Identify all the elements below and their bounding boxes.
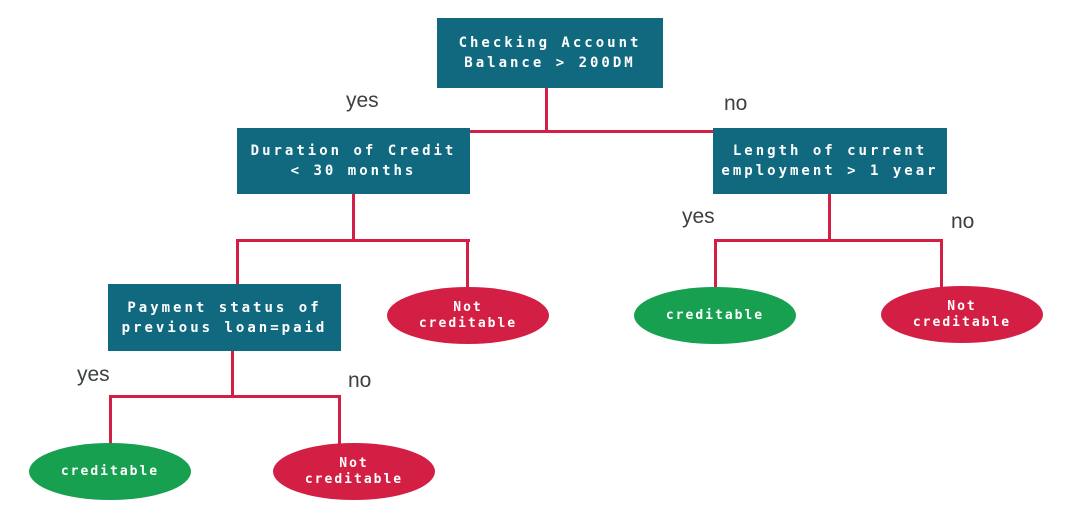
node-text-line: < 30 months	[290, 163, 417, 179]
leaf-payment-creditable: creditable	[29, 443, 191, 500]
branch-label-employment-yes: yes	[682, 205, 715, 228]
leaf-text-line: Not	[947, 298, 977, 314]
edge-duration-yes-drop	[236, 239, 239, 286]
leaf-employment-creditable: creditable	[634, 287, 796, 344]
node-text-line: employment > 1 year	[721, 163, 939, 179]
edge-payment-no-drop	[338, 395, 341, 445]
node-text-line: Length of current	[732, 143, 928, 159]
branch-label-root-yes: yes	[346, 89, 379, 112]
leaf-duration-not-creditable: Not creditable	[387, 287, 549, 344]
leaf-text-line: creditable	[60, 463, 160, 479]
node-text-line: Checking Account	[458, 35, 642, 51]
leaf-text-line: creditable	[912, 314, 1012, 330]
branch-label-root-no: no	[724, 92, 748, 115]
edge-employment-stem	[828, 194, 831, 242]
leaf-text-line: creditable	[304, 471, 404, 487]
node-text-line: Payment status of	[127, 299, 322, 316]
node-text-line: Balance > 200DM	[464, 55, 636, 71]
branch-label-employment-no: no	[951, 210, 975, 233]
leaf-text-line: creditable	[418, 315, 518, 331]
leaf-text-line: creditable	[665, 307, 765, 323]
node-duration-of-credit: Duration of Credit < 30 months	[237, 128, 470, 194]
edge-employment-yes-drop	[714, 239, 717, 289]
edge-root-stem	[545, 88, 548, 133]
branch-label-payment-yes: yes	[77, 363, 110, 386]
node-text-line: Duration of Credit	[250, 143, 457, 159]
edge-root-bar	[467, 130, 716, 133]
edge-payment-bar	[109, 395, 341, 398]
edge-payment-stem	[231, 351, 234, 397]
node-text-line: previous loan=paid	[121, 319, 328, 336]
edge-duration-no-drop	[466, 239, 469, 289]
leaf-employment-not-creditable: Not creditable	[881, 286, 1043, 343]
node-payment-status: Payment status of previous loan=paid	[108, 284, 341, 351]
edge-payment-yes-drop	[109, 395, 112, 445]
branch-label-payment-no: no	[348, 369, 372, 392]
edge-duration-bar	[236, 239, 470, 242]
edge-duration-stem	[352, 194, 355, 242]
node-checking-account-balance: Checking Account Balance > 200DM	[437, 18, 663, 88]
node-length-of-employment: Length of current employment > 1 year	[713, 128, 947, 194]
leaf-text-line: Not	[339, 455, 369, 471]
leaf-payment-not-creditable: Not creditable	[273, 443, 435, 500]
edge-employment-no-drop	[940, 239, 943, 288]
leaf-text-line: Not	[453, 299, 483, 315]
edge-employment-bar	[714, 239, 943, 242]
